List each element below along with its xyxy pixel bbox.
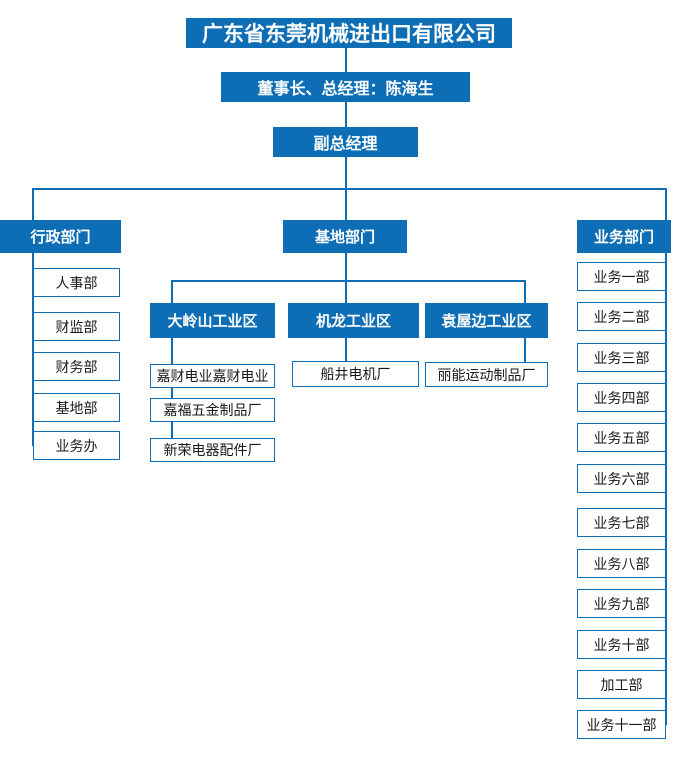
connector-chairman-deputy [345, 101, 347, 128]
admin-dept-box: 业务办 [33, 431, 120, 460]
admin-dept-box: 人事部 [33, 268, 120, 297]
business-dept-box: 业务一部 [577, 262, 666, 291]
connector-drop-zone1 [171, 280, 173, 304]
business-dept-box: 业务十部 [577, 630, 666, 659]
factory-box: 船井电机厂 [292, 361, 419, 387]
dept-business-header: 业务部门 [577, 220, 671, 253]
connector-base-stub [345, 252, 347, 282]
connector-drop-zone3 [524, 280, 526, 304]
connector-title-chairman [345, 47, 347, 73]
company-title-box: 广东省东莞机械进出口有限公司 [186, 18, 512, 48]
connector-zones-horizontal [171, 280, 526, 282]
connector-zone1-spine [171, 337, 173, 451]
admin-dept-box: 财务部 [33, 352, 120, 381]
chairman-box: 董事长、总经理：陈海生 [221, 72, 470, 102]
dept-base-header: 基地部门 [283, 220, 407, 253]
business-dept-box: 业务八部 [577, 549, 666, 578]
business-dept-box: 业务九部 [577, 589, 666, 618]
business-dept-box: 业务四部 [577, 383, 666, 412]
connector-business-spine [665, 252, 667, 725]
connector-main-horizontal [32, 188, 667, 190]
zone-jilong-header: 机龙工业区 [288, 303, 419, 338]
dept-admin-header: 行政部门 [0, 220, 121, 253]
connector-drop-admin [32, 188, 34, 220]
factory-box: 嘉财电业嘉财电业 [150, 364, 275, 388]
business-dept-box: 业务二部 [577, 302, 666, 331]
factory-box: 丽能运动制品厂 [425, 362, 548, 387]
factory-box: 新荣电器配件厂 [150, 438, 275, 462]
business-dept-box: 加工部 [577, 670, 666, 699]
deputy-gm-box: 副总经理 [273, 127, 418, 157]
business-dept-box: 业务三部 [577, 343, 666, 372]
admin-dept-box: 基地部 [33, 393, 120, 422]
admin-dept-box: 财监部 [33, 312, 120, 341]
zone-dalingshan-header: 大岭山工业区 [150, 303, 275, 338]
connector-admin-spine [32, 252, 34, 446]
connector-drop-zone2 [345, 280, 347, 304]
business-dept-box: 业务六部 [577, 464, 666, 493]
zone-yuanwubian-header: 袁屋边工业区 [425, 303, 548, 338]
business-dept-box: 业务七部 [577, 508, 666, 537]
business-dept-box: 业务五部 [577, 423, 666, 452]
business-dept-box: 业务十一部 [577, 710, 666, 739]
factory-box: 嘉福五金制品厂 [150, 398, 275, 422]
connector-zone2-stub [345, 337, 347, 362]
connector-deputy-main [345, 156, 347, 190]
connector-drop-base [345, 188, 347, 220]
connector-zone3-stub [524, 337, 526, 363]
connector-drop-business [665, 188, 667, 220]
